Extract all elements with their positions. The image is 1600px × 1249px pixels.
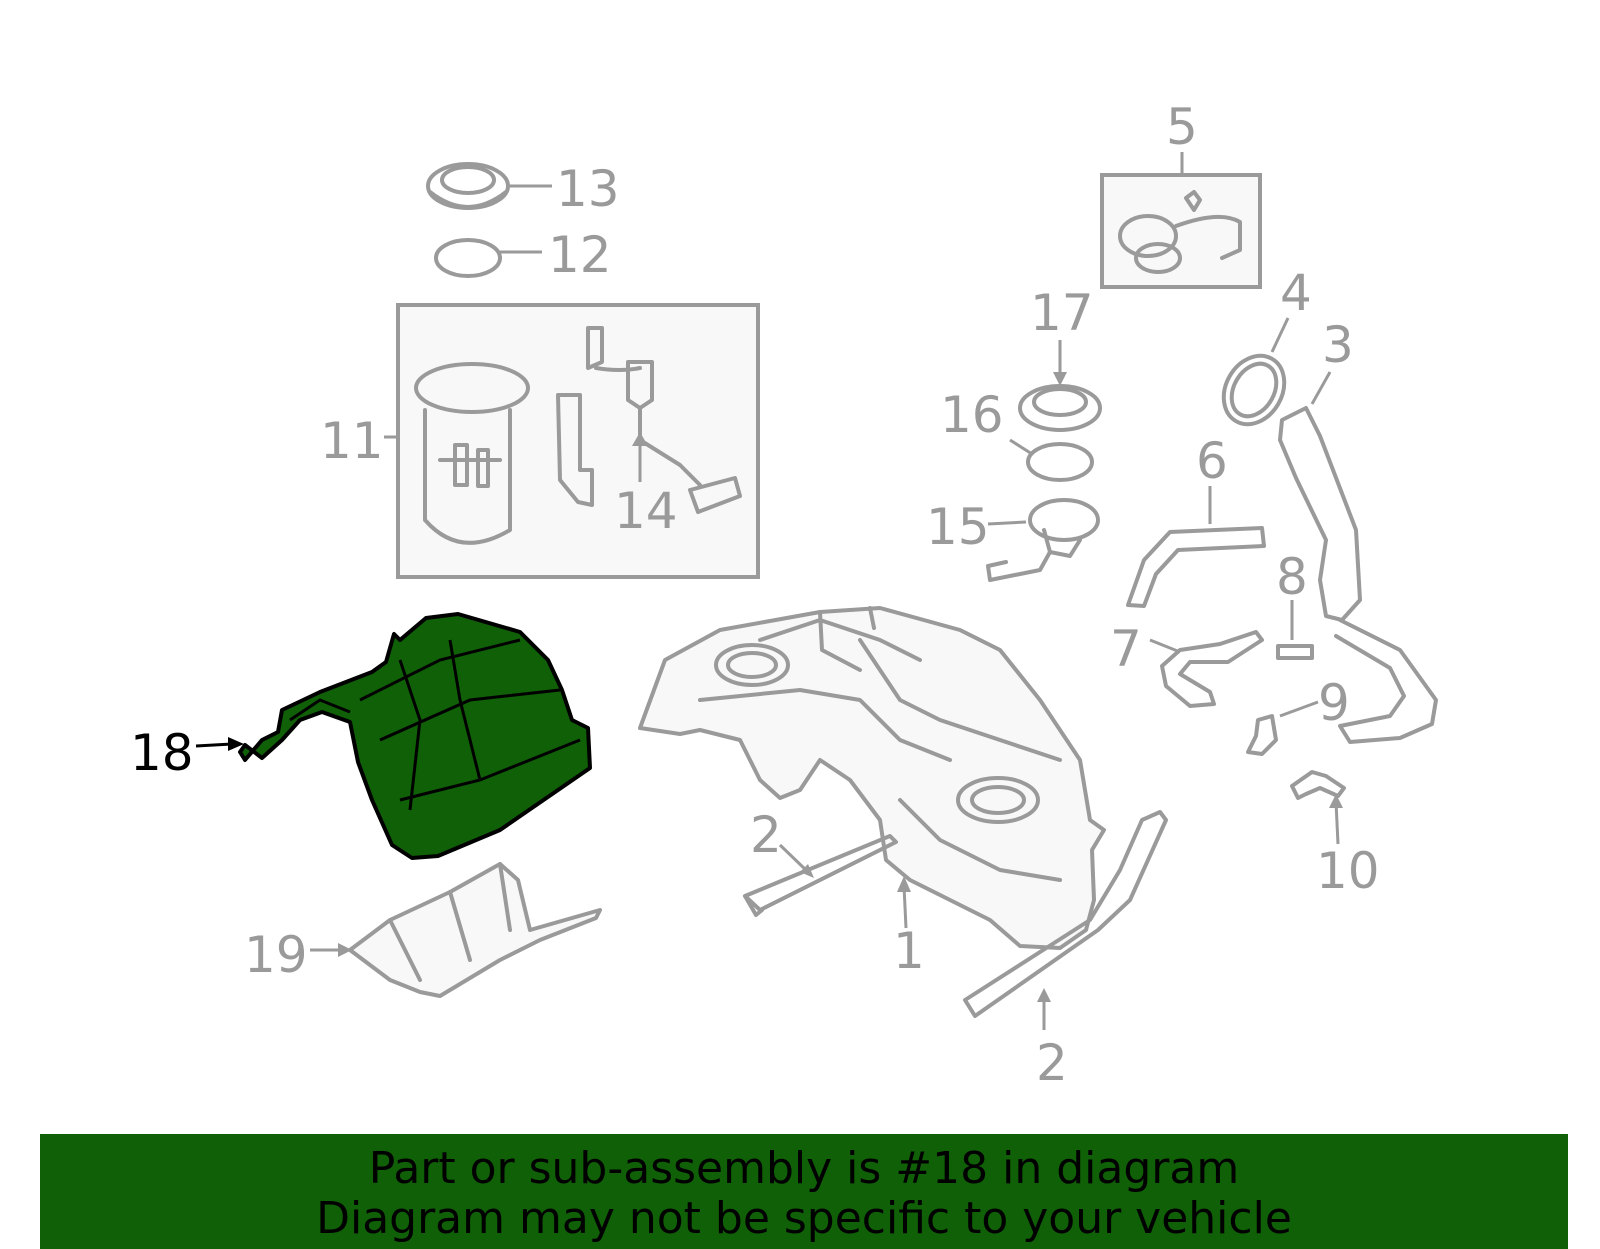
part-3-filler-neck[interactable] — [1278, 406, 1438, 744]
part-2-strap-front[interactable] — [743, 834, 898, 917]
banner-line-2: Diagram may not be specific to your vehi… — [316, 1193, 1292, 1244]
part-9-connector[interactable] — [1246, 714, 1278, 756]
callout-7: 7 — [1110, 620, 1142, 678]
callout-14: 14 — [614, 482, 678, 540]
part-1-fuel-tank[interactable] — [638, 606, 1106, 950]
part-18-heat-insulator[interactable] — [238, 612, 592, 860]
callout-18: 18 — [130, 724, 194, 782]
callout-2b: 2 — [1036, 1034, 1068, 1092]
callout-11: 11 — [320, 412, 384, 470]
part-12-o-ring[interactable] — [434, 238, 502, 278]
part-2-strap-rear[interactable] — [963, 810, 1168, 1018]
callout-12: 12 — [548, 226, 612, 284]
callout-17: 17 — [1030, 284, 1094, 342]
parts-diagram: 13 12 11 14 18 — [130, 98, 1438, 1092]
info-banner: Part or sub-assembly is #18 in diagram D… — [40, 1134, 1568, 1249]
part-7-bracket[interactable] — [1160, 630, 1264, 708]
part-11-fuel-pump — [414, 362, 594, 545]
callout-6: 6 — [1196, 432, 1228, 490]
callout-4: 4 — [1280, 264, 1312, 322]
callout-9: 9 — [1318, 674, 1350, 732]
part-4-seal-ring[interactable] — [1212, 345, 1296, 435]
callout-3: 3 — [1322, 316, 1354, 374]
callout-1: 1 — [893, 922, 925, 980]
part-8-clip[interactable] — [1276, 644, 1314, 660]
part-6-hose[interactable] — [1126, 526, 1266, 608]
callout-10: 10 — [1316, 842, 1380, 900]
part-19-lower-insulator[interactable] — [348, 862, 602, 998]
callout-16: 16 — [940, 386, 1004, 444]
part-17-lock-ring[interactable] — [1018, 384, 1102, 432]
callout-13: 13 — [556, 160, 620, 218]
part-13-lock-ring[interactable] — [426, 162, 510, 210]
callout-19: 19 — [244, 926, 308, 984]
part-15-sender[interactable] — [986, 498, 1100, 582]
callout-8: 8 — [1276, 548, 1308, 606]
part-10-elbow[interactable] — [1290, 770, 1346, 800]
callout-15: 15 — [926, 498, 990, 556]
part-16-o-ring[interactable] — [1026, 442, 1094, 482]
callout-5: 5 — [1166, 98, 1198, 156]
part-5-valve-box[interactable] — [1100, 173, 1262, 289]
banner-line-1: Part or sub-assembly is #18 in diagram — [368, 1143, 1240, 1194]
callout-2a: 2 — [750, 806, 782, 864]
part-5-valve — [1118, 190, 1242, 274]
part-14-sender[interactable] — [586, 326, 742, 514]
